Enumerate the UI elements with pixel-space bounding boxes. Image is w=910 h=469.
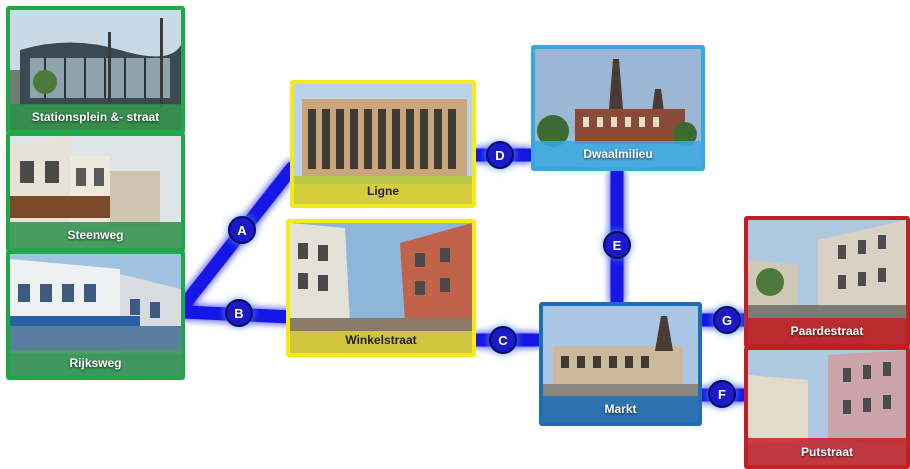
rijksweg-photo [10,254,181,376]
node-dwaalmilieu[interactable]: Dwaalmilieu [531,45,705,171]
ligne-photo [294,84,472,204]
steenweg-photo [10,136,181,248]
node-markt[interactable]: Markt [539,302,702,426]
paardestraat-photo [748,220,906,344]
node-stationsplein[interactable]: Stationsplein &- straat [6,6,185,134]
putstraat-photo [748,350,906,465]
route-badge-g[interactable]: G [713,306,741,334]
node-putstraat[interactable]: Putstraat [744,346,910,469]
node-label: Rijksweg [69,356,122,370]
route-badge-f[interactable]: F [708,380,736,408]
node-label: Winkelstraat [345,333,417,347]
winkelstraat-photo [290,223,472,353]
node-paardestraat[interactable]: Paardestraat [744,216,910,348]
node-rijksweg[interactable]: Rijksweg [6,250,185,380]
node-label: Ligne [367,184,399,198]
route-badge-e[interactable]: E [603,231,631,259]
node-label: Dwaalmilieu [583,147,653,161]
node-label: Markt [604,402,637,416]
route-badge-a[interactable]: A [228,216,256,244]
route-badge-c[interactable]: C [489,326,517,354]
node-label: Steenweg [67,228,124,242]
node-label: Paardestraat [790,324,864,338]
node-label: Stationsplein &- straat [31,110,160,124]
dwaalmilieu-photo [535,49,701,167]
node-label: Putstraat [800,445,853,459]
route-badge-b[interactable]: B [225,299,253,327]
node-ligne[interactable]: Ligne [290,80,476,208]
stationsplein-photo [10,10,181,130]
route-badge-d[interactable]: D [486,141,514,169]
node-winkelstraat[interactable]: Winkelstraat [286,219,476,357]
markt-photo [543,306,698,422]
node-steenweg[interactable]: Steenweg [6,132,185,252]
